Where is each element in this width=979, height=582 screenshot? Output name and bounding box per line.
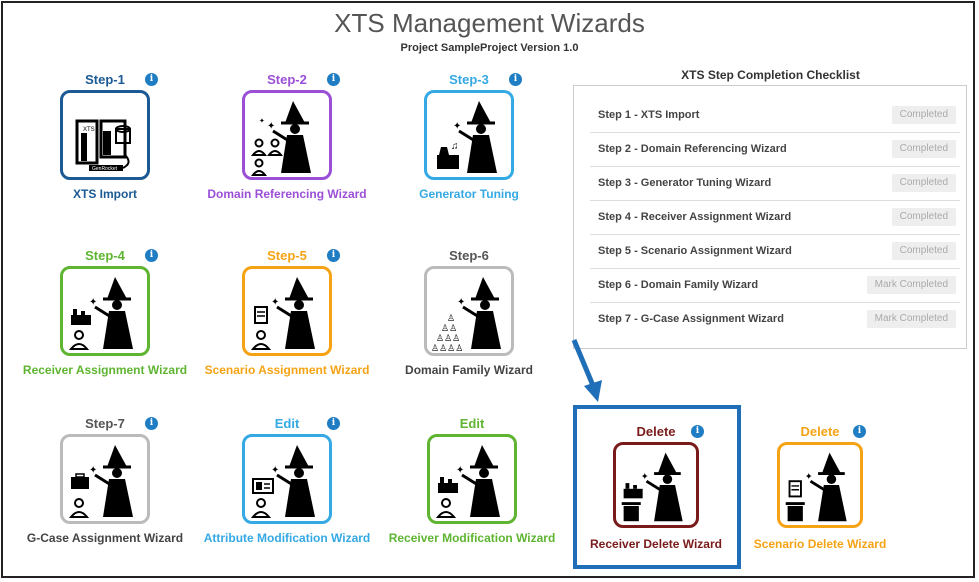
step-label: Step-5 [267, 248, 307, 263]
wizard-label[interactable]: G-Case Assignment Wizard [26, 531, 184, 545]
svg-text:✦: ✦ [805, 471, 813, 482]
page-title: XTS Management Wizards [334, 8, 645, 38]
info-icon[interactable]: i [509, 73, 522, 86]
info-icon[interactable]: i [853, 425, 866, 438]
checklist-row-label: Step 6 - Domain Family Wizard [598, 279, 759, 291]
info-icon[interactable]: i [327, 249, 340, 262]
wizard-label[interactable]: Domain Referencing Wizard [207, 187, 367, 201]
scenario-assignment-icon[interactable]: ✦ [242, 266, 332, 356]
info-icon[interactable]: i [145, 417, 158, 430]
svg-text:✦: ✦ [259, 117, 265, 125]
attribute-modification-icon[interactable]: ✦ [242, 434, 332, 524]
genrocket-icon-text: GenRocket [92, 166, 118, 172]
info-icon[interactable]: i [145, 73, 158, 86]
svg-text:♙♙: ♙♙ [441, 323, 457, 333]
svg-text:✦: ✦ [641, 471, 649, 482]
wizard-label[interactable]: Domain Family Wizard [405, 363, 533, 377]
wizard-step-6[interactable]: Step-6 ✦ ♙ ♙♙ ♙♙♙ ♙♙♙♙ Domain Family Wiz… [379, 248, 559, 379]
svg-text:✦: ✦ [457, 297, 465, 308]
wizard-label[interactable]: Generator Tuning [419, 187, 519, 201]
wizard-label[interactable]: Receiver Delete Wizard [590, 537, 722, 551]
step-label: Delete [800, 424, 840, 439]
completed-badge: Completed [891, 106, 956, 124]
wizard-label[interactable]: Receiver Assignment Wizard [22, 363, 188, 377]
info-icon[interactable]: i [327, 417, 340, 430]
checklist-row: Step 6 - Domain Family Wizard Mark Compl… [590, 268, 960, 303]
checklist-row: Step 2 - Domain Referencing Wizard Compl… [590, 132, 960, 167]
completed-badge: Completed [891, 140, 956, 158]
checklist-row-label: Step 2 - Domain Referencing Wizard [598, 143, 787, 155]
checklist-row: Step 5 - Scenario Assignment Wizard Comp… [590, 234, 960, 269]
wizard-label[interactable]: Receiver Modification Wizard [388, 531, 556, 545]
info-icon[interactable]: i [145, 249, 158, 262]
svg-text:♙♙♙♙: ♙♙♙♙ [431, 343, 463, 353]
step-label: Edit [274, 416, 300, 431]
wizard-label[interactable]: Scenario Delete Wizard [753, 537, 887, 551]
step-label: Edit [459, 416, 485, 431]
svg-text:✦: ✦ [89, 465, 97, 476]
checklist-title: XTS Step Completion Checklist [681, 68, 860, 82]
wizard-step-7[interactable]: Step-7 i ✦ G-Case Assignment Wizard [15, 416, 195, 547]
svg-text:✦: ✦ [456, 465, 464, 476]
receiver-modification-icon[interactable]: ✦ [427, 434, 517, 524]
wizard-label[interactable]: Attribute Modification Wizard [203, 531, 371, 545]
wizard-step-4[interactable]: Step-4 i ✦ Receiver Assignment Wizard [15, 248, 195, 379]
step-label: Step-7 [85, 416, 125, 431]
wizard-step-1[interactable]: Step-1 i XTS GenRocket XTS Import [15, 72, 195, 203]
info-icon[interactable]: i [327, 73, 340, 86]
svg-text:♙: ♙ [447, 313, 455, 323]
wizard-receiver-delete[interactable]: Delete i ✦ Receiver Delete Wizard [566, 424, 746, 553]
wizard-label[interactable]: Scenario Assignment Wizard [204, 363, 370, 377]
completed-badge: Completed [891, 208, 956, 226]
step-completion-checklist: Step 1 - XTS Import Completed Step 2 - D… [573, 85, 967, 349]
step-label: Delete [636, 424, 676, 439]
info-icon[interactable]: i [691, 425, 704, 438]
step-label: Step-4 [85, 248, 125, 263]
svg-text:♫: ♫ [451, 141, 459, 152]
scenario-delete-icon[interactable]: ✦ [777, 442, 863, 528]
svg-text:✦: ✦ [267, 121, 275, 132]
receiver-assignment-icon[interactable]: ✦ [60, 266, 150, 356]
xts-import-icon[interactable]: XTS GenRocket [60, 90, 150, 180]
generator-tuning-icon[interactable]: ✦ ♫ [424, 90, 514, 180]
mark-completed-button[interactable]: Mark Completed [866, 276, 956, 294]
completed-badge: Completed [891, 174, 956, 192]
checklist-row: Step 1 - XTS Import Completed [590, 98, 960, 133]
step-label: Step-2 [267, 72, 307, 87]
wizard-scenario-delete[interactable]: Delete i ✦ Scenario Delete Wizard [730, 424, 910, 553]
receiver-delete-icon[interactable]: ✦ [613, 442, 699, 528]
completed-badge: Completed [891, 242, 956, 260]
pointer-arrow-icon [571, 339, 602, 402]
mark-completed-button[interactable]: Mark Completed [866, 310, 956, 328]
step-label: Step-6 [449, 248, 489, 263]
domain-family-icon[interactable]: ✦ ♙ ♙♙ ♙♙♙ ♙♙♙♙ [424, 266, 514, 356]
checklist-row-label: Step 1 - XTS Import [598, 109, 700, 121]
checklist-row: Step 3 - Generator Tuning Wizard Complet… [590, 166, 960, 201]
step-label: Step-1 [85, 72, 125, 87]
wizard-step-5[interactable]: Step-5 i ✦ Scenario Assignment Wizard [197, 248, 377, 379]
highlight-box [573, 405, 741, 569]
step-label: Step-3 [449, 72, 489, 87]
checklist-row: Step 4 - Receiver Assignment Wizard Comp… [590, 200, 960, 235]
wizard-step-3[interactable]: Step-3 i ✦ ♫ Generator Tuning [379, 72, 559, 203]
svg-text:✦: ✦ [271, 465, 279, 476]
checklist-row-label: Step 7 - G-Case Assignment Wizard [598, 313, 784, 325]
wizard-receiver-modification[interactable]: Edit ✦ Receiver Modification Wizard [382, 416, 562, 547]
svg-text:✦: ✦ [89, 297, 97, 308]
checklist-row-label: Step 5 - Scenario Assignment Wizard [598, 245, 792, 257]
wizard-label[interactable]: XTS Import [72, 187, 137, 201]
wizard-attribute-modification[interactable]: Edit i ✦ Attribute Modification Wizard [197, 416, 377, 547]
checklist-row-label: Step 3 - Generator Tuning Wizard [598, 177, 772, 189]
domain-referencing-icon[interactable]: ✦ ✦ [242, 90, 332, 180]
svg-text:✦: ✦ [271, 297, 279, 308]
checklist-row: Step 7 - G-Case Assignment Wizard Mark C… [590, 302, 960, 336]
project-subtitle: Project SampleProject Version 1.0 [400, 42, 579, 54]
xts-icon-text: XTS [83, 127, 95, 133]
wizard-step-2[interactable]: Step-2 i ✦ ✦ Domain Referencing Wizard [197, 72, 377, 203]
svg-text:♙♙♙: ♙♙♙ [436, 333, 460, 343]
gcase-assignment-icon[interactable]: ✦ [60, 434, 150, 524]
checklist-row-label: Step 4 - Receiver Assignment Wizard [598, 211, 792, 223]
svg-text:✦: ✦ [453, 121, 461, 132]
